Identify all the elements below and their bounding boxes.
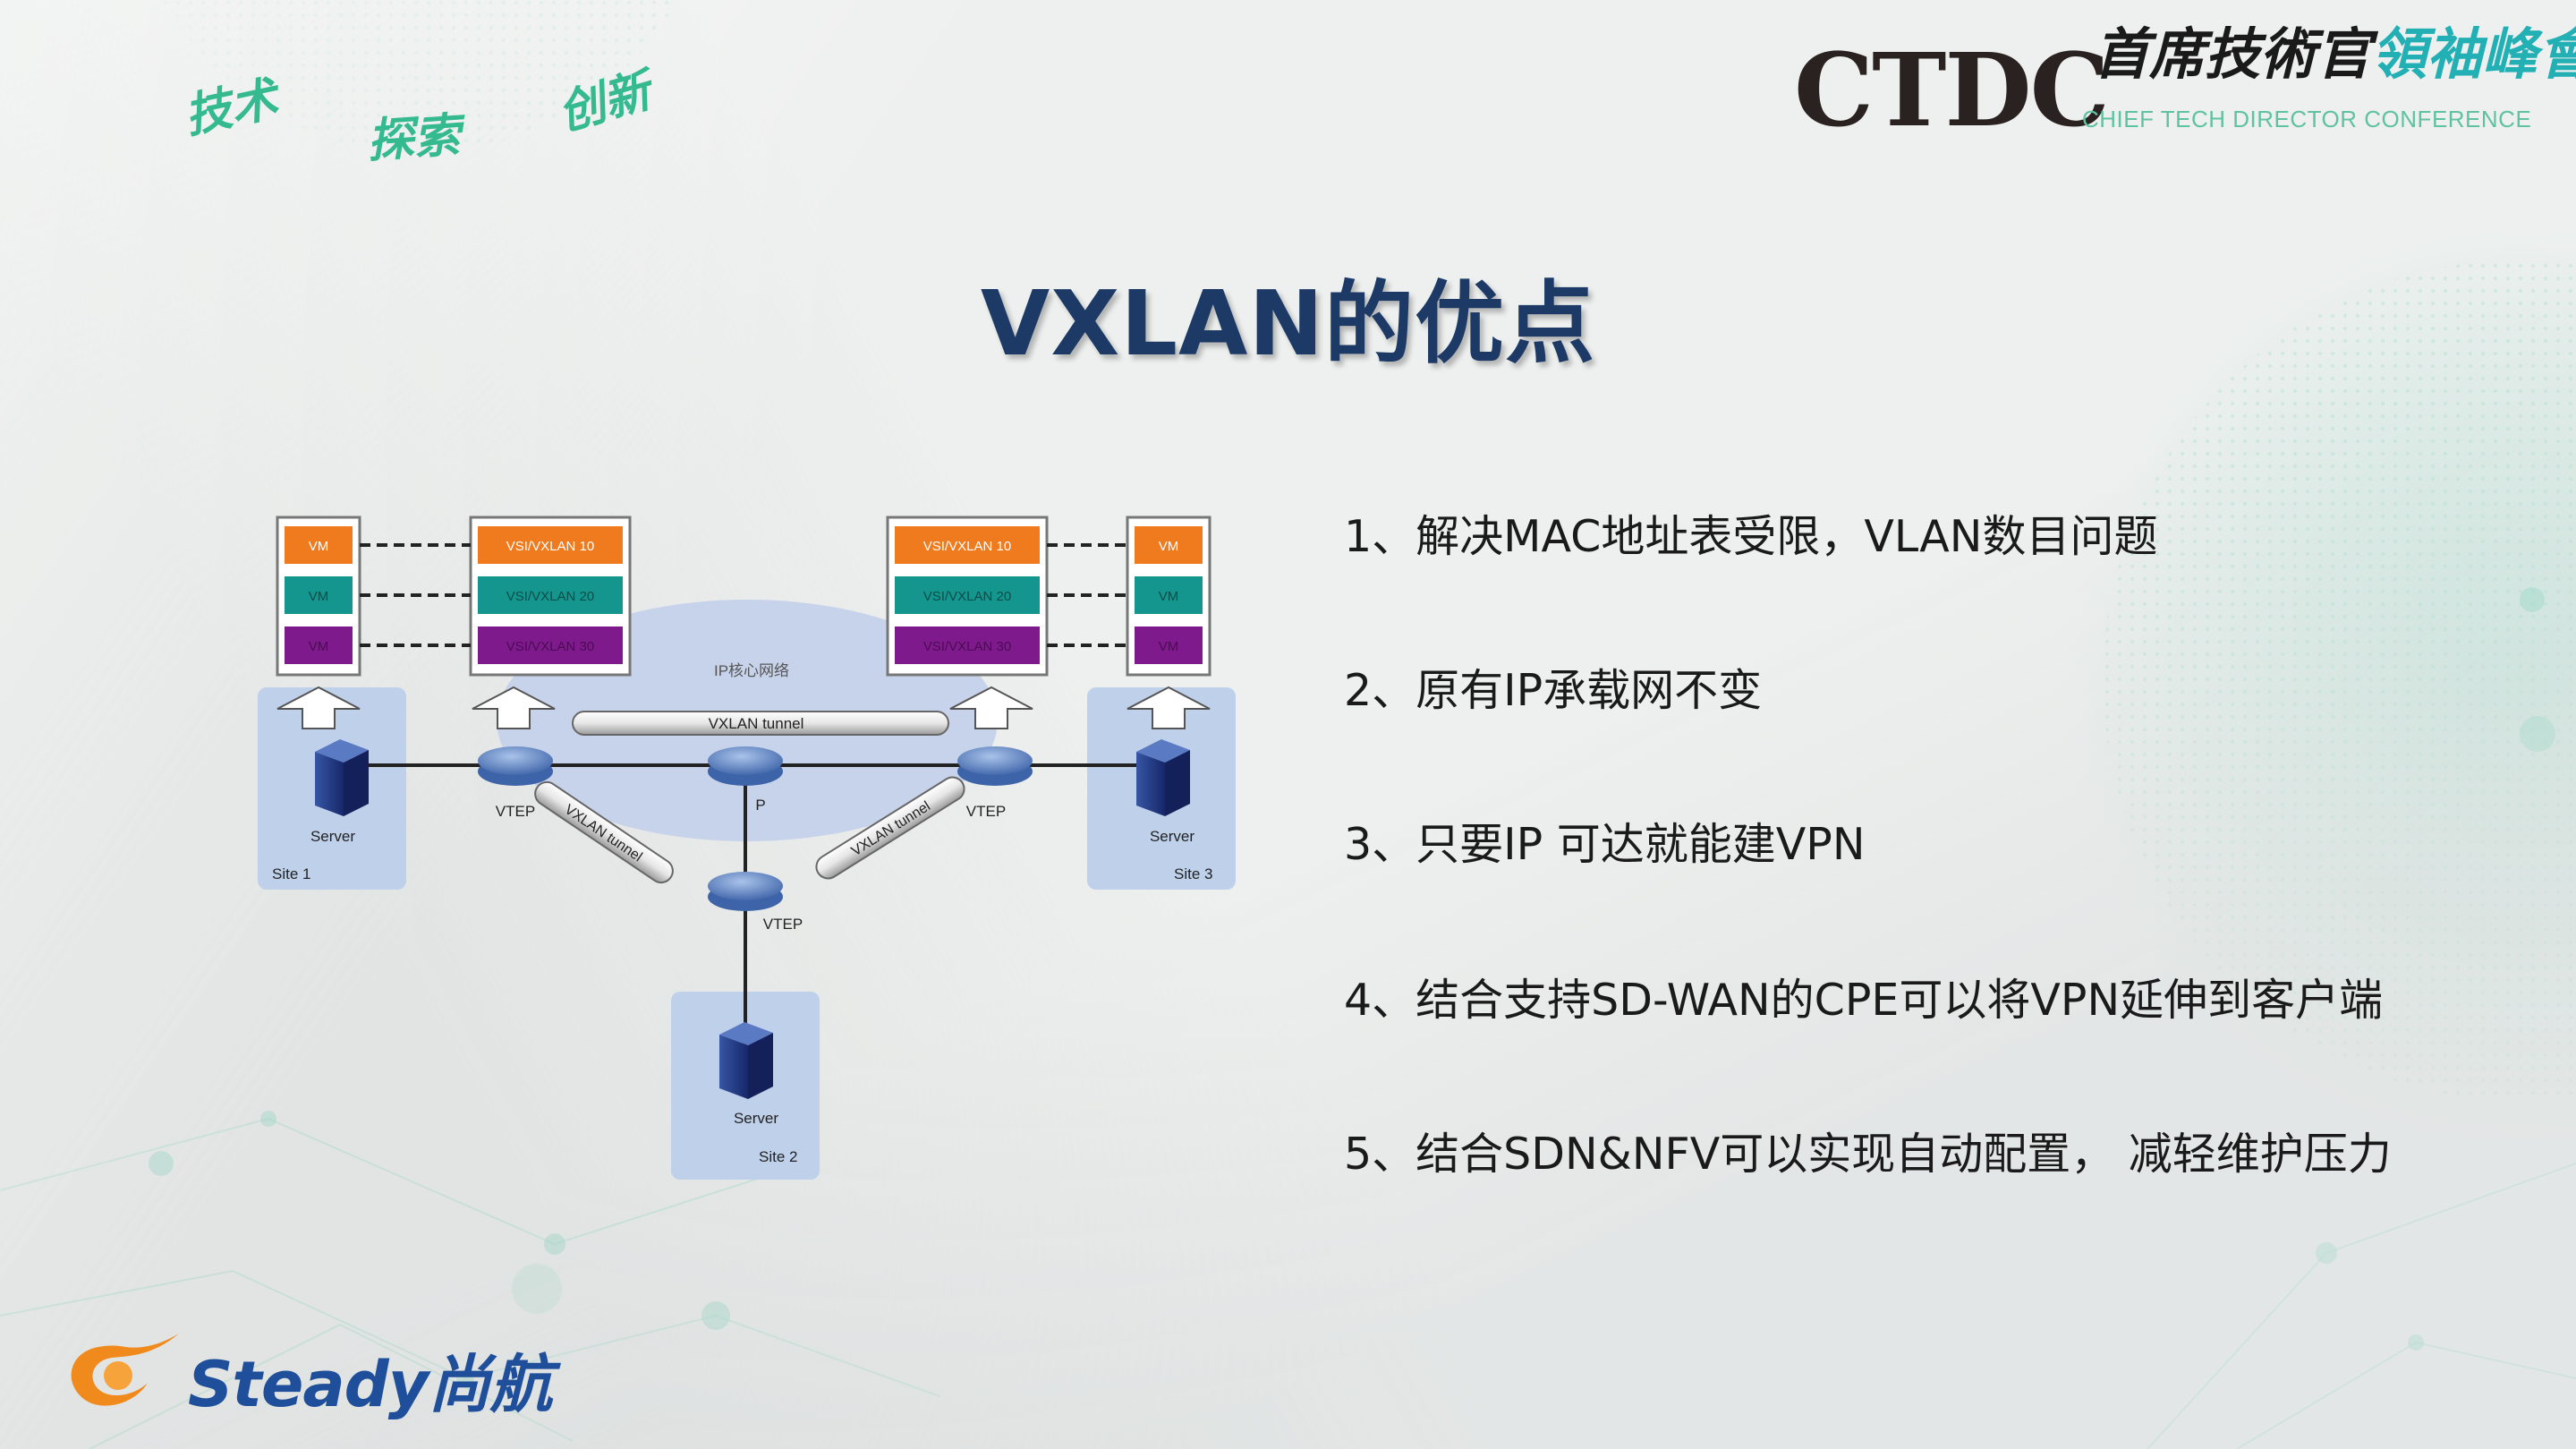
page-title: VXLAN的优点	[980, 271, 1596, 376]
vm-label-right-3: VM	[1159, 639, 1179, 654]
server-label-1: Server	[310, 828, 355, 845]
vxlan-tunnel-top	[572, 711, 949, 736]
steady-logo: Steady尚航	[63, 1329, 552, 1421]
ctdc-abbr: CTDC	[1794, 32, 2110, 149]
vm-label-left-1: VM	[309, 539, 329, 554]
vm-label-left-3: VM	[309, 639, 329, 654]
ctdc-chinese-accent: 領袖峰會	[2371, 21, 2576, 87]
vsi-right-1: VSI/VXLAN 10	[923, 539, 1011, 554]
vsi-right-2: VSI/VXLAN 20	[923, 589, 1011, 604]
arrow-up-icon	[472, 686, 556, 729]
arrow-up-icon	[276, 686, 361, 729]
server-icon	[315, 739, 369, 816]
vm-label-right-1: VM	[1159, 539, 1179, 554]
vsi-right-3: VSI/VXLAN 30	[923, 639, 1011, 654]
server-icon	[1136, 739, 1190, 816]
vm-label-right-2: VM	[1159, 589, 1179, 604]
router-icon	[478, 746, 553, 786]
vxlan-tunnel-right	[815, 776, 965, 880]
advantage-item-2: 2、原有IP承载网不变	[1344, 665, 1763, 716]
vxlan-tunnel-left	[534, 780, 674, 884]
vtep-label-bottom: VTEP	[763, 916, 803, 933]
ctdc-chinese-name: 首席技術官領袖峰會	[2094, 27, 2576, 82]
steady-swoosh-icon	[71, 1334, 179, 1406]
router-icon	[708, 872, 783, 911]
vsi-left-2: VSI/VXLAN 20	[506, 589, 594, 604]
router-icon	[957, 746, 1033, 786]
tunnel-label-top: VXLAN tunnel	[709, 715, 804, 732]
vm-label-left-2: VM	[309, 589, 329, 604]
steady-brand-name: Steady尚航	[188, 1348, 552, 1421]
p-label: P	[755, 797, 765, 814]
vxlan-network-diagram: IP核心网络 VM VM VM VSI/VXLAN 10 VSI/VXLAN 2…	[258, 516, 1236, 1180]
arrow-up-icon	[949, 686, 1033, 729]
motto-2: 探索	[365, 107, 463, 169]
server-label-3: Server	[1150, 828, 1194, 845]
advantage-item-5: 5、结合SDN&NFV可以实现自动配置， 减轻维护压力	[1344, 1129, 2392, 1180]
advantage-item-1: 1、解决MAC地址表受限，VLAN数目问题	[1344, 511, 2158, 562]
ip-core-label: IP核心网络	[714, 662, 789, 679]
server-icon	[719, 1022, 773, 1099]
site-1-label: Site 1	[272, 865, 310, 882]
site-3-label: Site 3	[1174, 865, 1212, 882]
advantage-item-4: 4、结合支持SD-WAN的CPE可以将VPN延伸到客户端	[1344, 975, 2384, 1026]
ctdc-english-name: CHIEF TECH DIRECTOR CONFERENCE	[2082, 106, 2532, 132]
advantage-item-3: 3、只要IP 可达就能建VPN	[1344, 819, 1866, 870]
vsi-left-3: VSI/VXLAN 30	[506, 639, 594, 654]
server-label-2: Server	[734, 1110, 778, 1127]
vtep-label-left: VTEP	[496, 803, 535, 820]
site-2-label: Site 2	[759, 1148, 797, 1165]
ctdc-logo: CTDC 首席技術官領袖峰會 CHIEF TECH DIRECTOR CONFE…	[1794, 25, 2576, 149]
arrow-up-icon	[1126, 686, 1211, 729]
vtep-label-right: VTEP	[966, 803, 1006, 820]
ctdc-chinese-main: 首席技術官	[2094, 21, 2372, 87]
vsi-left-1: VSI/VXLAN 10	[506, 539, 594, 554]
router-icon	[708, 746, 783, 786]
